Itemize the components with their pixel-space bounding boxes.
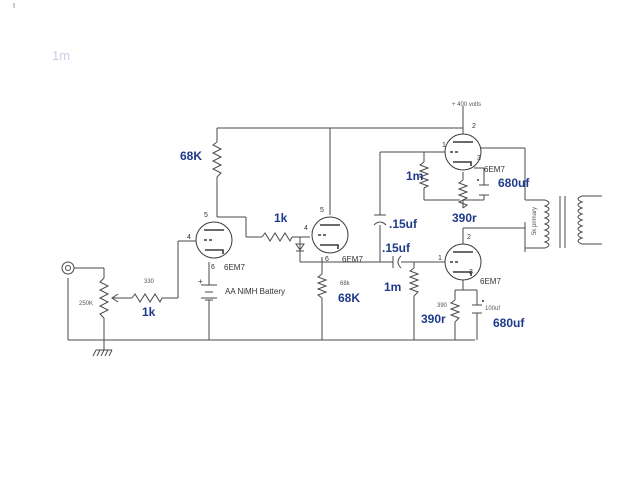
overlay-68k-top: 68K [180, 149, 202, 163]
diode-symbol [295, 243, 305, 252]
tube-v3 [444, 133, 482, 171]
overlay-68k-bottom: 68K [338, 291, 360, 305]
capacitor-015uf-lower [392, 255, 402, 269]
resistor-1m-top [418, 161, 430, 189]
overlay-390r-bottom: 390r [421, 312, 446, 326]
resistor-390-small-label: 390 [437, 303, 448, 309]
pin-label: 5 [204, 212, 208, 219]
supply-voltage-label: + 400 volts [452, 102, 481, 108]
pin-label: 1 [442, 142, 446, 149]
transformer-primary-label: 5k primary [532, 207, 538, 235]
resistor-390-top [457, 179, 469, 209]
resistor-68k-bottom [316, 273, 328, 299]
tube-v2-type-label: 6EM7 [342, 255, 363, 264]
pin-label: 4 [304, 225, 308, 232]
pin-label: 4 [187, 234, 191, 241]
overlay-015uf-upper: .15uf [389, 217, 418, 231]
resistor-1k-mid [261, 232, 293, 243]
tube-v4-type-label: 6EM7 [480, 277, 501, 286]
battery-plus-sign: + [198, 277, 203, 286]
overlay-015uf-lower: .15uf [382, 241, 411, 255]
tube-v2 [311, 216, 349, 254]
corner-faint-label: 1m [52, 48, 70, 63]
pin-label: 5 [320, 207, 324, 214]
input-jack [61, 261, 75, 275]
resistor-390-bottom [449, 299, 461, 323]
resistor-68k-small-label: 68k [340, 281, 351, 287]
pin-label: 2 [467, 234, 471, 241]
overlay-680uf-top: 680uf [498, 176, 530, 190]
tube-v1 [195, 221, 233, 259]
pot-250k-label: 250K [79, 301, 93, 307]
battery-label: AA NiMH Battery [225, 287, 285, 296]
battery-symbol [201, 284, 217, 301]
tube-v3-type-label: 6EM7 [484, 165, 505, 174]
overlay-1m-bottom: 1m [384, 280, 401, 294]
resistor-330-label: 330 [144, 279, 155, 285]
pin-label: 3 [469, 269, 473, 276]
capacitor-015uf-upper [373, 214, 387, 226]
ground-symbol [92, 340, 113, 357]
output-transformer [525, 195, 584, 249]
capacitor-680uf-bottom [472, 300, 484, 314]
capacitor-100uf-label: 100uf [485, 306, 500, 312]
resistor-1m-bottom [408, 267, 420, 297]
overlay-1m-top: 1m [406, 169, 423, 183]
overlay-1k-left: 1k [142, 305, 156, 319]
circuit-wiring [67, 106, 602, 341]
tube-v1-type-label: 6EM7 [224, 263, 245, 272]
pin-label: 6 [325, 256, 329, 263]
overlay-1k-mid: 1k [274, 211, 288, 225]
overlay-390r-top: 390r [452, 211, 477, 225]
pin-label: 6 [211, 264, 215, 271]
capacitor-680uf-top [477, 179, 489, 196]
pin-label: 3 [477, 155, 481, 162]
resistor-68k-top [211, 141, 223, 178]
tube-v4 [444, 243, 482, 281]
pin-label: 2 [472, 123, 476, 130]
resistor-330 [131, 293, 163, 304]
pin-label: 1 [438, 255, 442, 262]
potentiometer-250k [98, 277, 119, 319]
overlay-680uf-bottom: 680uf [493, 316, 525, 330]
